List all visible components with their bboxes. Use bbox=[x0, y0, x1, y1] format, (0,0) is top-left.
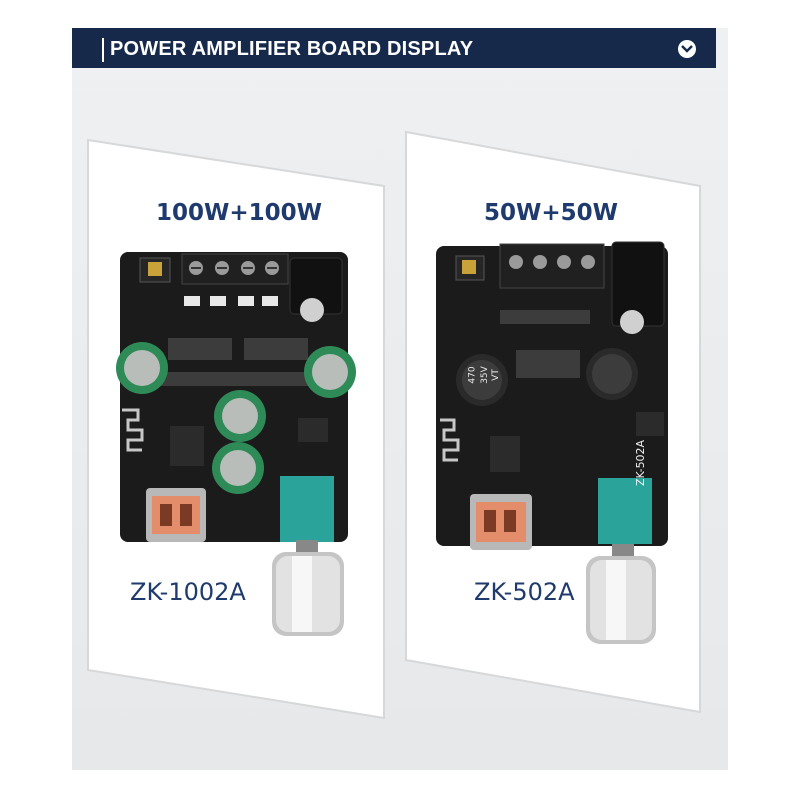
power-rating-zk-502a: 50W+50W bbox=[484, 200, 619, 226]
capacitor-label-left-series: VT bbox=[491, 369, 501, 381]
cap-value: 470 bbox=[467, 366, 478, 384]
model-name-zk-1002a: ZK-1002A bbox=[130, 578, 246, 606]
model-name-zk-502a: ZK-502A bbox=[474, 578, 575, 606]
board-silkscreen-label: ZK-502A bbox=[634, 439, 647, 486]
board-zk-502a bbox=[436, 241, 668, 644]
power-rating-zk-1002a: 100W+100W bbox=[156, 200, 323, 226]
capacitor-label-left-voltage: 35V bbox=[480, 366, 490, 384]
cap-voltage: 35V bbox=[479, 366, 490, 384]
section-title: POWER AMPLIFIER BOARD DISPLAY bbox=[110, 38, 474, 60]
chevron-down-icon[interactable] bbox=[678, 40, 696, 58]
section-header: POWER AMPLIFIER BOARD DISPLAY bbox=[72, 28, 716, 68]
capacitor-label-left: 470 bbox=[468, 366, 478, 383]
cap-series: VT bbox=[490, 369, 501, 381]
board-zk-1002a bbox=[116, 252, 356, 636]
header-accent-bar bbox=[102, 38, 104, 62]
